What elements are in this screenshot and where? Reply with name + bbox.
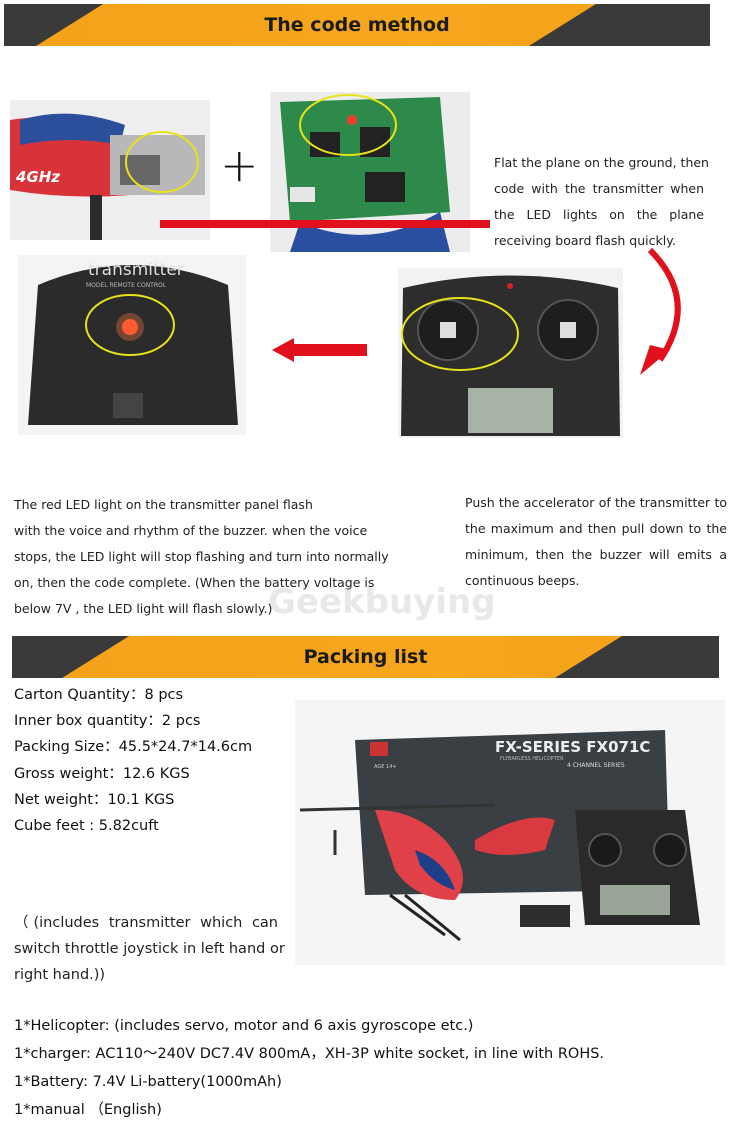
spec-net-weight: Net weight：10.1 KGS bbox=[14, 792, 175, 808]
included-manual: 1*manual （English) bbox=[14, 1102, 162, 1118]
receiver-board-photo bbox=[270, 92, 470, 252]
step1-instructions: Flat the plane on the ground, then code … bbox=[494, 150, 709, 254]
step1-line: Flat the plane on the ground, then bbox=[494, 155, 709, 170]
spec-packing-size: Packing Size：45.5*24.7*14.6cm bbox=[14, 739, 253, 755]
transmitter-note: （(includes transmitter which can switch … bbox=[14, 910, 285, 988]
step2-line: the maximum and then pull down to the bbox=[465, 521, 727, 536]
product-box-photo: AGE 14+ FX-SERIES FX071C FLYBARLESS HELI… bbox=[295, 700, 725, 965]
spec-cube-feet: Cube feet : 5.82cuft bbox=[14, 818, 159, 834]
step3-line: below 7V , the LED light will flash slow… bbox=[14, 601, 273, 616]
banner-orange-band bbox=[62, 636, 622, 678]
banner-orange-band bbox=[36, 4, 596, 46]
section-banner-code-method: The code method bbox=[4, 4, 710, 46]
section-banner-packing-list: Packing list bbox=[12, 636, 719, 678]
included-helicopter: 1*Helicopter: (includes servo, motor and… bbox=[14, 1018, 474, 1034]
left-red-arrow bbox=[272, 338, 367, 362]
note-line: （(includes transmitter which can bbox=[14, 915, 278, 931]
spec-inner-box-quantity: Inner box quantity：2 pcs bbox=[14, 713, 201, 729]
step3-line: on, then the code complete. (When the ba… bbox=[14, 575, 375, 590]
box-subtitle-2: 4 CHANNEL SERIES bbox=[567, 762, 625, 769]
step2-line: minimum, then the buzzer will emits a bbox=[465, 547, 727, 562]
step3-line: with the voice and rhythm of the buzzer.… bbox=[14, 523, 368, 538]
transmitter-brand-label: transmitter bbox=[88, 260, 184, 280]
transmitter-led-photo: transmitter MODEL REMOTE CONTROL bbox=[18, 255, 246, 435]
box-age-label: AGE 14+ bbox=[374, 764, 397, 770]
step3-line: stops, the LED light will stop flashing … bbox=[14, 549, 389, 564]
helicopter-frequency-label: 4GHz bbox=[15, 168, 60, 186]
helicopter-closeup-photo: 4GHz bbox=[10, 100, 210, 240]
step2-line: continuous beeps. bbox=[465, 573, 580, 588]
banner-title: Packing list bbox=[303, 646, 428, 668]
step1-line: code with the transmitter when bbox=[494, 181, 704, 196]
included-charger: 1*charger: AC110～240V DC7.4V 800mA，XH-3P… bbox=[14, 1046, 605, 1062]
curved-red-arrow bbox=[640, 247, 681, 375]
spec-carton-quantity: Carton Quantity：8 pcs bbox=[14, 687, 184, 703]
transmitter-sub-label: MODEL REMOTE CONTROL bbox=[86, 282, 167, 289]
spec-gross-weight: Gross weight：12.6 KGS bbox=[14, 766, 190, 782]
step2-line: Push the accelerator of the transmitter … bbox=[465, 495, 727, 510]
box-series-label: FX-SERIES FX071C bbox=[495, 738, 650, 756]
note-line: right hand.)) bbox=[14, 967, 106, 983]
included-battery: 1*Battery: 7.4V Li-battery(1000mAh) bbox=[14, 1074, 282, 1090]
step1-line: the LED lights on the plane bbox=[494, 207, 704, 222]
plus-sign: + bbox=[220, 138, 259, 192]
step1-line: receiving board flash quickly. bbox=[494, 233, 676, 248]
watermark: Geekbuying bbox=[268, 582, 496, 622]
step2-instructions: Push the accelerator of the transmitter … bbox=[465, 490, 727, 594]
red-pointer-line bbox=[160, 220, 490, 228]
step3-instructions: The red LED light on the transmitter pan… bbox=[14, 492, 414, 622]
box-subtitle-1: FLYBARLESS HELICOPTER bbox=[500, 756, 564, 762]
banner-title: The code method bbox=[264, 14, 450, 36]
step3-line: The red LED light on the transmitter pan… bbox=[14, 497, 313, 512]
note-line: switch throttle joystick in left hand or bbox=[14, 941, 285, 957]
transmitter-sticks-photo bbox=[398, 268, 623, 438]
